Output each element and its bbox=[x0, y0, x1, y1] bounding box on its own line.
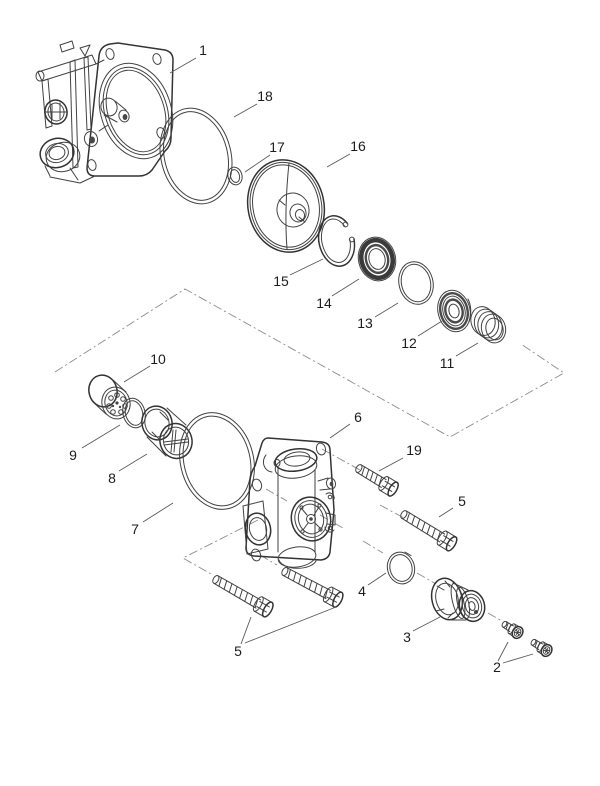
label-5-bottom: 5 bbox=[234, 643, 242, 659]
part-spring-seal bbox=[470, 306, 507, 344]
part-shaft-seal bbox=[357, 236, 397, 282]
label-19: 19 bbox=[406, 442, 422, 458]
label-3: 3 bbox=[403, 629, 411, 645]
label-8: 8 bbox=[108, 470, 116, 486]
part-bolt-right bbox=[400, 510, 458, 552]
part-seal-assembly bbox=[437, 289, 472, 333]
part-cage-sleeve bbox=[141, 405, 193, 460]
label-5-right: 5 bbox=[458, 493, 466, 509]
part-pump-housing bbox=[35, 40, 174, 184]
part-snap-ring bbox=[317, 215, 356, 267]
label-6: 6 bbox=[354, 409, 362, 425]
part-ring-small bbox=[227, 166, 243, 186]
leader-lines bbox=[81, 57, 534, 664]
label-7: 7 bbox=[131, 521, 139, 537]
label-9: 9 bbox=[69, 447, 77, 463]
label-11: 11 bbox=[440, 355, 455, 371]
label-18: 18 bbox=[257, 88, 273, 104]
label-13: 13 bbox=[357, 315, 373, 331]
part-screw-pair bbox=[501, 620, 553, 658]
label-10: 10 bbox=[150, 351, 166, 367]
part-pump-body bbox=[242, 437, 337, 569]
part-o-ring-cover bbox=[159, 107, 233, 205]
label-14: 14 bbox=[316, 295, 332, 311]
part-bolt-short bbox=[355, 464, 399, 497]
label-12: 12 bbox=[401, 335, 417, 351]
label-4: 4 bbox=[358, 583, 366, 599]
part-seal-ring bbox=[386, 551, 416, 585]
part-o-ring-small bbox=[122, 397, 146, 429]
part-thermostat bbox=[430, 577, 486, 623]
part-o-ring-body bbox=[179, 412, 255, 510]
label-1: 1 bbox=[199, 42, 207, 58]
part-labels: 1 18 17 16 15 14 13 12 11 10 9 8 7 6 19 … bbox=[69, 42, 501, 675]
part-o-ring-mid bbox=[398, 261, 434, 305]
label-16: 16 bbox=[350, 138, 366, 154]
part-bearing-plug bbox=[88, 374, 131, 420]
part-bolts-bottom bbox=[212, 566, 344, 618]
phantom-lines bbox=[54, 288, 565, 622]
label-17: 17 bbox=[269, 139, 285, 155]
label-15: 15 bbox=[273, 273, 289, 289]
label-2: 2 bbox=[493, 659, 501, 675]
part-impeller-disc bbox=[246, 159, 326, 253]
